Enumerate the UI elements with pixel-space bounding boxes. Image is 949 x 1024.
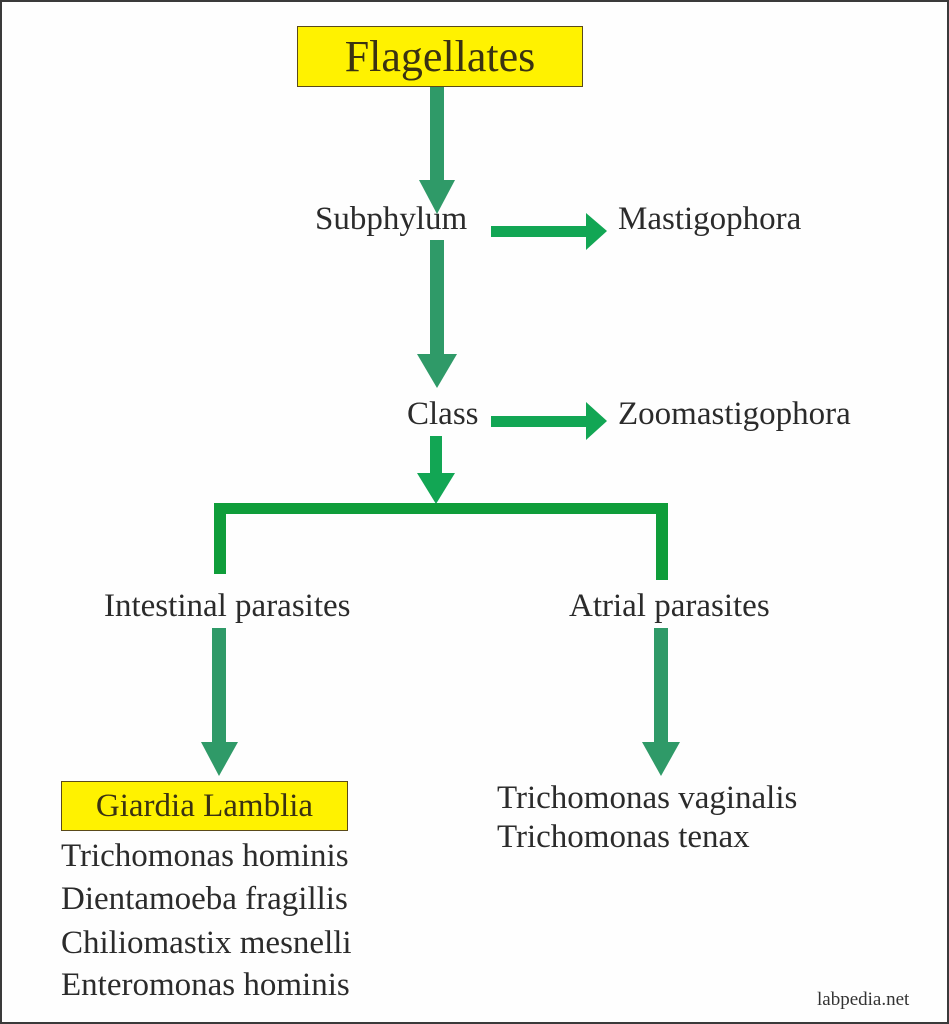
atrial-species-item: Trichomonas vaginalis — [497, 780, 798, 816]
arrow-subphylum-to-class — [417, 240, 457, 388]
arrow-class-to-bracket — [417, 436, 455, 504]
label-atrial-parasites: Atrial parasites — [569, 588, 770, 624]
label-zoomastigophora: Zoomastigophora — [618, 396, 851, 432]
label-class: Class — [407, 396, 479, 432]
label-giardia-lamblia: Giardia Lamblia — [95, 787, 314, 824]
label-subphylum: Subphylum — [315, 201, 468, 237]
arrow-atrial-to-species — [642, 628, 680, 776]
intestinal-species-item: Trichomonas hominis — [61, 838, 349, 874]
arrow-class-to-zoomastigophora — [491, 402, 607, 440]
giardia-box: Giardia Lamblia — [61, 781, 348, 831]
intestinal-species-item: Dientamoeba fragillis — [61, 881, 348, 917]
watermark: labpedia.net — [817, 989, 910, 1010]
label-intestinal-parasites: Intestinal parasites — [104, 588, 351, 624]
title-box: Flagellates — [297, 26, 583, 87]
arrow-intestinal-to-species — [201, 628, 238, 776]
intestinal-species-item: Enteromonas hominis — [61, 967, 350, 1003]
arrow-title-to-subphylum — [419, 86, 455, 214]
label-mastigophora: Mastigophora — [618, 201, 802, 237]
branch-bracket — [214, 503, 668, 580]
arrow-subphylum-to-mastigophora — [491, 213, 607, 250]
intestinal-species-item: Chiliomastix mesnelli — [61, 925, 352, 961]
atrial-species-item: Trichomonas tenax — [497, 819, 750, 855]
diagram-title: Flagellates — [344, 31, 536, 81]
